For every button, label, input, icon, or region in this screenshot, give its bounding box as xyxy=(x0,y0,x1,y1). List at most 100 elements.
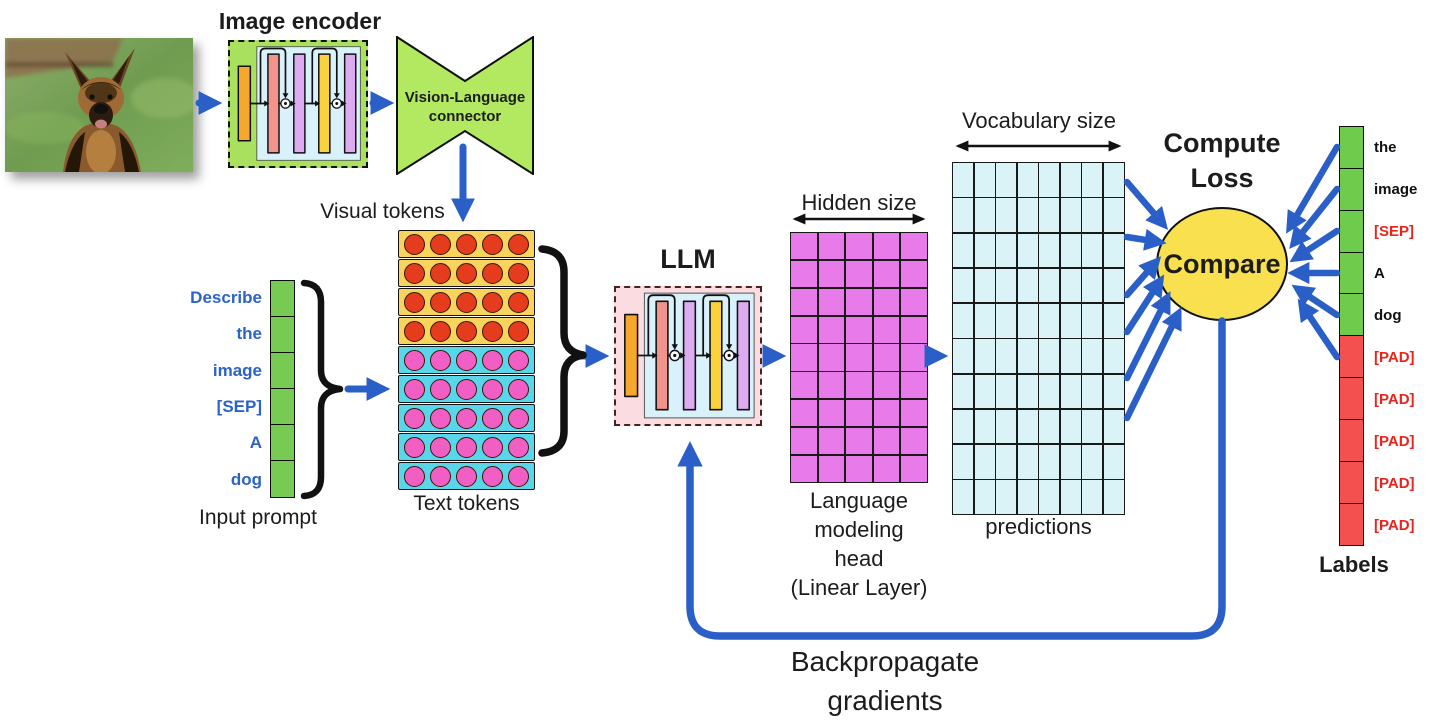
label-word: [SEP] xyxy=(1374,222,1415,240)
grid-cell xyxy=(974,374,995,409)
grid-cell xyxy=(974,409,995,444)
grid-cell xyxy=(953,304,973,338)
grid-cell xyxy=(1060,409,1081,444)
visual-token-row xyxy=(398,288,535,316)
token-circle xyxy=(508,320,529,342)
grid-cell xyxy=(1017,339,1038,373)
lm-head-caption-line: (Linear Layer) xyxy=(790,575,928,600)
grid-cell xyxy=(953,480,973,514)
grid-cell xyxy=(1017,163,1038,197)
grid-cell xyxy=(818,400,845,427)
grid-cell xyxy=(996,304,1017,338)
grid-cell xyxy=(901,455,927,482)
input-prompt-caption: Input prompt xyxy=(199,506,317,529)
grid-cell xyxy=(996,339,1017,373)
text-token-row xyxy=(398,462,535,490)
image-encoder-title: Image encoder xyxy=(218,8,382,34)
compare-node: Compare xyxy=(1156,207,1288,321)
grid-cell xyxy=(1082,268,1103,303)
token-circle xyxy=(456,436,477,458)
grid-cell xyxy=(974,163,995,197)
label-cell xyxy=(1339,335,1364,379)
grid-cell xyxy=(1082,409,1103,444)
token-circle xyxy=(404,436,425,458)
grid-cell xyxy=(1104,374,1124,409)
predictions-caption: predictions xyxy=(985,514,1092,539)
grid-cell xyxy=(1104,304,1124,338)
lm-head-caption-line: Language xyxy=(810,488,908,513)
grid-cell xyxy=(974,339,995,373)
label-cell xyxy=(1339,126,1364,170)
grid-cell xyxy=(818,316,845,343)
grid-cell xyxy=(1060,480,1081,514)
token-circle xyxy=(456,378,477,400)
token-circle xyxy=(430,378,451,400)
input-prompt-brace xyxy=(300,279,344,500)
grid-cell xyxy=(873,427,900,455)
token-circle xyxy=(430,349,451,371)
grid-cell xyxy=(1017,480,1038,514)
token-circle xyxy=(482,291,503,313)
grid-cell xyxy=(846,400,872,427)
grid-cell xyxy=(846,455,872,482)
token-circle xyxy=(404,320,425,342)
label-cell xyxy=(1339,377,1364,421)
grid-cell xyxy=(1104,198,1124,232)
grid-cell xyxy=(818,288,845,315)
grid-cell xyxy=(1039,374,1060,409)
grid-cell xyxy=(974,445,995,479)
grid-cell xyxy=(901,400,927,427)
label-cell xyxy=(1339,251,1364,295)
token-circle xyxy=(404,262,425,284)
grid-cell xyxy=(791,372,817,399)
predictions-grid xyxy=(952,162,1125,515)
lm-head-grid xyxy=(790,232,928,483)
input-prompt-bar xyxy=(270,280,295,498)
token-circle xyxy=(456,465,477,487)
grid-cell xyxy=(1017,268,1038,303)
label-cell xyxy=(1339,502,1364,547)
grid-cell xyxy=(873,344,900,371)
grid-cell xyxy=(974,198,995,232)
text-token-row xyxy=(398,346,535,374)
token-circle xyxy=(456,233,477,255)
token-circle xyxy=(430,436,451,458)
token-circle xyxy=(508,233,529,255)
input-token-cell xyxy=(270,388,295,426)
label-word: [PAD] xyxy=(1374,390,1415,408)
input-token-cell xyxy=(270,352,295,390)
grid-cell xyxy=(901,316,927,343)
input-token-word: dog xyxy=(230,469,262,489)
grid-cell xyxy=(974,233,995,268)
grid-cell xyxy=(1060,163,1081,197)
grid-cell xyxy=(953,268,973,303)
grid-cell xyxy=(1017,409,1038,444)
llm-layers-art xyxy=(623,292,756,419)
grid-cell xyxy=(996,268,1017,303)
grid-cell xyxy=(996,163,1017,197)
token-circle xyxy=(430,465,451,487)
grid-cell xyxy=(873,288,900,315)
input-token-word: [SEP] xyxy=(216,397,262,417)
grid-cell xyxy=(996,198,1017,232)
token-circle xyxy=(482,233,503,255)
token-circle xyxy=(430,233,451,255)
visual-token-row xyxy=(398,259,535,287)
lm-head-caption-line: head xyxy=(834,546,884,571)
input-token-cell xyxy=(270,424,295,462)
grid-cell xyxy=(953,163,973,197)
grid-cell xyxy=(1104,480,1124,514)
compare-label: Compare xyxy=(1163,248,1281,279)
grid-cell xyxy=(1060,304,1081,338)
token-circle xyxy=(404,407,425,429)
label-cell xyxy=(1339,209,1364,254)
token-circle xyxy=(508,378,529,400)
grid-cell xyxy=(996,445,1017,479)
grid-cell xyxy=(1060,374,1081,409)
grid-cell xyxy=(1017,374,1038,409)
grid-cell xyxy=(1017,445,1038,479)
grid-cell xyxy=(901,288,927,315)
token-circle xyxy=(508,465,529,487)
text-token-row xyxy=(398,375,535,403)
compute-loss-title: Compute Loss xyxy=(1163,128,1281,193)
